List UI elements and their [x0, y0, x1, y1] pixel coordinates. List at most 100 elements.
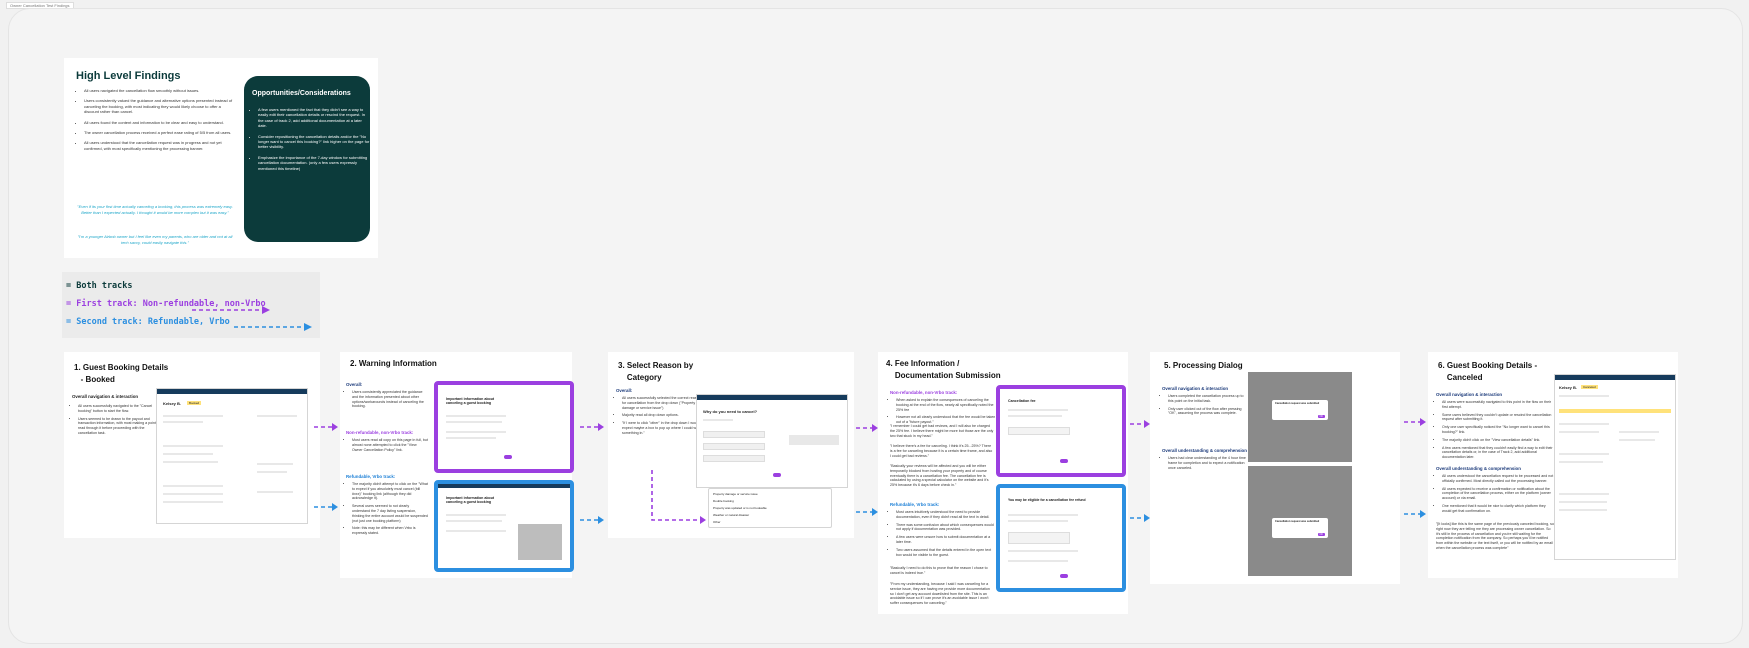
- legend-both-tracks: = Both tracks: [66, 281, 133, 291]
- dropdown-option: Property damage or service issue: [713, 492, 758, 496]
- track2-bullets: Most users intuitively understood the ne…: [890, 510, 996, 560]
- dialog-ok-button: OK: [1317, 415, 1325, 418]
- step-title: 5. Processing Dialog: [1164, 361, 1243, 370]
- user-quote: "I believe there's a fee for canceling. …: [890, 444, 993, 458]
- user-quote: "[It looks] like this is the same page o…: [1436, 522, 1554, 550]
- overall-bullets: All users successfully selected the corr…: [616, 396, 702, 439]
- reason-screen-mockup: Why do you need to cancel?: [696, 394, 848, 488]
- reason-dropdown-mockup: Property damage or service issue Double …: [708, 488, 832, 528]
- step-bullet: All users were successfully navigated to…: [1442, 400, 1554, 410]
- step-bullet: A few users were unsure how to submit do…: [896, 535, 996, 545]
- step-bullet: When asked to explain the consequences o…: [896, 398, 996, 412]
- overall-label: Overall:: [346, 382, 363, 387]
- step-title: 3. Select Reason by Category: [618, 361, 694, 382]
- mock-next-button: [504, 455, 512, 459]
- step-bullet: "If I were to click "other" in the drop …: [622, 421, 702, 435]
- dropdown-option: Property was updated or is not bookable: [713, 506, 767, 510]
- dropdown-option: Other: [713, 520, 721, 524]
- finding-item: All users understood that the cancellati…: [84, 140, 236, 151]
- booking-details-mockup: Kelsey B. Booked: [156, 388, 308, 524]
- step-bullet: Users completed the cancellation process…: [1168, 394, 1250, 404]
- user-quote: "Basically your reviews will be affected…: [890, 464, 989, 488]
- processing-banner: [1559, 409, 1671, 413]
- mock-heading: You may be eligible for a cancellation f…: [1008, 498, 1086, 502]
- step-title: 1. Guest Booking Details - Booked: [74, 363, 169, 384]
- step-6-card: 6. Guest Booking Details - Canceled Over…: [1428, 352, 1678, 578]
- dropdown-option: Weather or natural disaster: [713, 513, 750, 517]
- dialog-title: Cancellation request was submitted: [1275, 402, 1320, 405]
- user-quote: "Even if its your first time actually ca…: [77, 204, 233, 215]
- findings-list: All users navigated the cancellation flo…: [76, 88, 236, 156]
- mock-next-button: [773, 473, 781, 477]
- step-bullets: All users successfully navigated to the …: [72, 404, 160, 439]
- mock-status-badge: Canceled: [1581, 385, 1598, 389]
- mock-submit-button: [1060, 574, 1068, 578]
- step-bullet: Note: this may be different when Vrbo is…: [352, 526, 428, 536]
- legend-second-track: = Second track: Refundable, Vrbo: [66, 317, 230, 327]
- step-heading: Overall navigation & interaction: [72, 394, 139, 399]
- track-legend: = Both tracks = First track: Non-refunda…: [62, 272, 320, 338]
- step-bullet: The majority didn't click on the "View c…: [1442, 438, 1554, 443]
- user-quote: "I remember I could get bad reviews, and…: [890, 424, 994, 438]
- opportunities-list: A few users mentioned the fact that they…: [252, 107, 370, 176]
- dialog-box: Cancellation request was submitted OK: [1272, 400, 1328, 420]
- step-bullet: All users successfully selected the corr…: [622, 396, 702, 410]
- mock-status-badge: Booked: [187, 401, 202, 405]
- step-bullet: Most users intuitively understood the ne…: [896, 510, 996, 520]
- step-bullet: The majority didn't attempt to click on …: [352, 482, 428, 501]
- legend-first-track: = First track: Non-refundable, non-Vrbo: [66, 299, 266, 309]
- step-bullet: Users consistently appreciated the guida…: [352, 390, 428, 409]
- mock-heading: Why do you need to cancel?: [703, 409, 758, 414]
- opportunity-item: Emphasize the importance of the 7-day wi…: [258, 155, 370, 171]
- step-heading: Overall understanding & comprehension: [1162, 448, 1247, 453]
- opportunities-title: Opportunities/Considerations: [252, 90, 351, 97]
- step-bullets: Users completed the cancellation process…: [1162, 394, 1250, 419]
- processing-dialog-track1: Cancellation request was submitted OK: [1248, 372, 1352, 462]
- track1-bullets: When asked to explain the consequences o…: [890, 398, 996, 428]
- opportunity-item: Consider repositioning the cancellation …: [258, 134, 370, 150]
- step-bullet: All users understood the cancellation re…: [1442, 474, 1554, 484]
- processing-dialog-track2: Cancellation request was submitted OK: [1248, 466, 1352, 576]
- dialog-ok-button: OK: [1317, 533, 1325, 536]
- step-bullet: All users expected to receive a confirma…: [1442, 487, 1554, 501]
- step-bullet: Users had clear understanding of the 4 h…: [1168, 456, 1250, 470]
- mock-nav-bar: [157, 389, 307, 394]
- step-1-card: 1. Guest Booking Details - Booked Overal…: [64, 352, 320, 538]
- mock-heading: Cancellation fee: [1008, 399, 1036, 403]
- fee-screen-track1: Cancellation fee: [996, 385, 1126, 477]
- step-title: 2. Warning Information: [350, 359, 437, 368]
- booking-canceled-mockup: Kelsey B. Canceled: [1554, 374, 1676, 560]
- step-bullet: There was some confusion about which con…: [896, 523, 996, 533]
- track1-label: Non-refundable, non-Vrbo track:: [346, 430, 414, 435]
- fee-screen-track2: You may be eligible for a cancellation f…: [996, 484, 1126, 592]
- finding-item: The owner cancellation process received …: [84, 130, 236, 135]
- finding-item: Users consistently valued the guidance a…: [84, 98, 236, 114]
- step-heading: Overall navigation & interaction: [1162, 386, 1229, 391]
- step-bullet: However not all clearly understood that …: [896, 415, 996, 425]
- step-heading: Overall navigation & interaction: [1436, 392, 1503, 397]
- warning-screen-track1: Important information about canceling a …: [434, 381, 574, 473]
- step-bullet: Only user clicked out of the flow after …: [1168, 407, 1250, 417]
- step-bullets: All users understood the cancellation re…: [1436, 474, 1554, 517]
- mock-side-panel: [518, 524, 562, 560]
- user-quote: "Basically I need to do this to prove th…: [890, 566, 988, 575]
- step-bullet: Some users believed they couldn't update…: [1442, 413, 1554, 423]
- mock-guest-name: Kelsey B.: [163, 401, 182, 406]
- dialog-box: Cancellation request was submitted OK: [1272, 518, 1328, 538]
- step-bullet: Several users seemed to not clearly unde…: [352, 504, 428, 523]
- user-quote: "From my understanding, because I said I…: [890, 582, 990, 606]
- step-bullets: Users had clear understanding of the 4 h…: [1162, 456, 1250, 473]
- track2-label: Refundable, Vrbo track:: [346, 474, 396, 479]
- step-title: 6. Guest Booking Details - Canceled: [1438, 361, 1538, 382]
- step-heading: Overall understanding & comprehension: [1436, 466, 1521, 471]
- step-bullet: Only one user specifically noticed the "…: [1442, 425, 1554, 435]
- opportunities-card: Opportunities/Considerations A few users…: [244, 76, 370, 242]
- step-bullet: Majority read all drop down options.: [622, 413, 702, 418]
- dialog-title: Cancellation request was submitted: [1275, 520, 1320, 523]
- dropdown-option: Double booking: [713, 499, 734, 503]
- step-bullet: One mentioned that it would be nice to c…: [1442, 504, 1554, 514]
- mock-guest-name: Kelsey B.: [1559, 385, 1578, 390]
- user-quote: "I'm a younger Airbnb owner but I feel l…: [77, 234, 233, 245]
- step-bullet: All users successfully navigated to the …: [78, 404, 160, 414]
- finding-item: All users found the content and informat…: [84, 120, 236, 125]
